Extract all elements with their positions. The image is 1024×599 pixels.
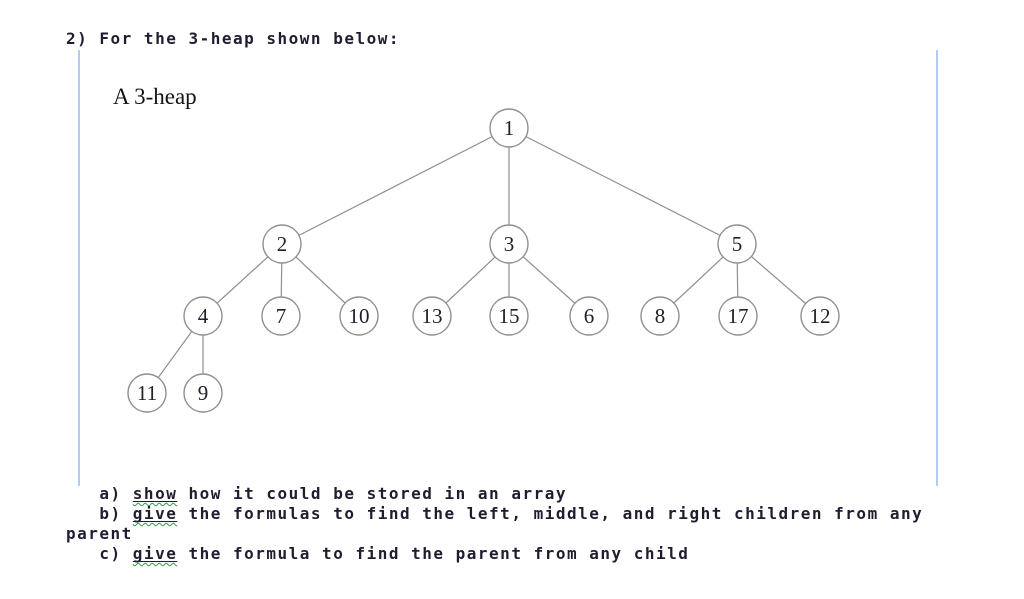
tree-node-label: 10 bbox=[349, 304, 370, 328]
tree-node-label: 5 bbox=[732, 232, 743, 256]
tree-node-6: 6 bbox=[569, 296, 609, 336]
question-text: the formulas to find the left, middle, a… bbox=[177, 504, 924, 523]
tree-node-label: 12 bbox=[810, 304, 831, 328]
tree-node-circle bbox=[717, 224, 757, 264]
tree-node-9: 9 bbox=[183, 373, 223, 413]
figure-title: A 3-heap bbox=[113, 84, 197, 109]
grammar-flagged-word: show bbox=[133, 484, 178, 503]
tree-node-11: 11 bbox=[127, 373, 167, 413]
question-text: b) bbox=[66, 504, 133, 523]
question-text: how it could be stored in an array bbox=[177, 484, 567, 503]
tree-node-12: 12 bbox=[800, 296, 840, 336]
tree-edge bbox=[508, 127, 738, 245]
tree-node-circle bbox=[183, 296, 223, 336]
question-line: b) give the formulas to find the left, m… bbox=[66, 504, 923, 524]
tree-node-circle bbox=[640, 296, 680, 336]
tree-node-label: 9 bbox=[198, 381, 209, 405]
tree-node-label: 17 bbox=[728, 304, 749, 328]
question-list: a) show how it could be stored in an arr… bbox=[66, 484, 923, 564]
question-text: a) bbox=[66, 484, 133, 503]
tree-node-circle bbox=[127, 373, 167, 413]
tree-node-circle bbox=[569, 296, 609, 336]
tree-node-circle bbox=[800, 296, 840, 336]
tree-node-label: 7 bbox=[276, 304, 287, 328]
tree-node-circle bbox=[718, 296, 758, 336]
question-text: parent bbox=[66, 524, 133, 543]
question-heading: 2) For the 3-heap shown below: bbox=[66, 29, 400, 48]
tree-node-circle bbox=[183, 373, 223, 413]
grammar-flagged-word: give bbox=[133, 544, 178, 563]
tree-node-3: 3 bbox=[489, 224, 529, 264]
tree-node-label: 2 bbox=[277, 232, 288, 256]
question-line: parent bbox=[66, 524, 923, 544]
tree-node-label: 11 bbox=[137, 381, 157, 405]
underlined-word: show bbox=[132, 484, 178, 503]
tree-node-10: 10 bbox=[339, 296, 379, 336]
question-text: c) bbox=[66, 544, 133, 563]
tree-node-label: 8 bbox=[655, 304, 666, 328]
tree-node-8: 8 bbox=[640, 296, 680, 336]
tree-node-15: 15 bbox=[489, 296, 529, 336]
tree-node-circle bbox=[261, 296, 301, 336]
tree-node-circle bbox=[412, 296, 452, 336]
tree-node-label: 3 bbox=[504, 232, 515, 256]
question-text: the formula to find the parent from any … bbox=[177, 544, 690, 563]
tree-node-label: 15 bbox=[499, 304, 520, 328]
tree-edge bbox=[281, 127, 510, 245]
tree-node-circle bbox=[489, 224, 529, 264]
grammar-flagged-word: give bbox=[133, 504, 178, 523]
tree-node-label: 4 bbox=[198, 304, 209, 328]
tree-node-label: 1 bbox=[504, 116, 515, 140]
underlined-word: give bbox=[132, 544, 178, 563]
tree-node-label: 13 bbox=[422, 304, 443, 328]
tree-node-2: 2 bbox=[262, 224, 302, 264]
tree-node-circle bbox=[262, 224, 302, 264]
tree-node-7: 7 bbox=[261, 296, 301, 336]
tree-node-circle bbox=[339, 296, 379, 336]
tree-node-13: 13 bbox=[412, 296, 452, 336]
underlined-word: give bbox=[132, 504, 178, 523]
question-line: c) give the formula to find the parent f… bbox=[66, 544, 923, 564]
question-line: a) show how it could be stored in an arr… bbox=[66, 484, 923, 504]
tree-node-17: 17 bbox=[718, 296, 758, 336]
tree-node-circle bbox=[489, 108, 529, 148]
tree-node-5: 5 bbox=[717, 224, 757, 264]
tree-node-label: 6 bbox=[584, 304, 595, 328]
tree-node-circle bbox=[489, 296, 529, 336]
tree-node-1: 1 bbox=[489, 108, 529, 148]
tree-node-4: 4 bbox=[183, 296, 223, 336]
